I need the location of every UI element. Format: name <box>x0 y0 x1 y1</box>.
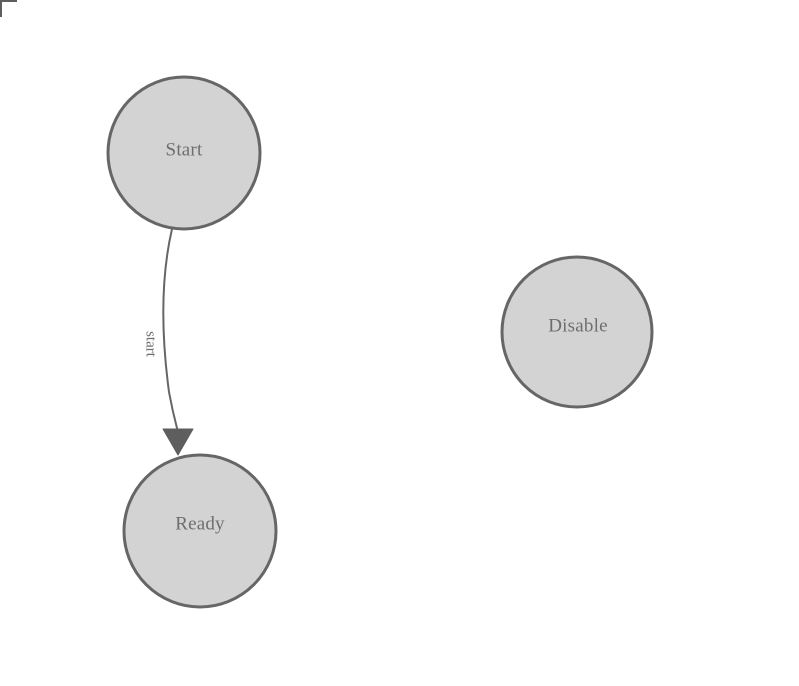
corner-bracket-icon <box>0 0 17 17</box>
edge-path <box>162 228 179 433</box>
node-disable-shape <box>500 255 654 409</box>
node-ready[interactable]: Ready <box>122 453 278 609</box>
node-start[interactable]: Start <box>106 75 262 231</box>
node-ready-shape <box>122 453 278 609</box>
edge-label-start: start <box>143 331 159 358</box>
node-disable[interactable]: Disable <box>500 255 654 409</box>
node-start-shape <box>106 75 262 231</box>
node-disable-label: Disable <box>548 315 607 336</box>
node-ready-label: Ready <box>175 513 225 534</box>
edge-start-to-ready[interactable]: start <box>143 228 194 456</box>
edge-arrowhead-icon <box>162 428 194 456</box>
node-start-label: Start <box>166 139 203 160</box>
